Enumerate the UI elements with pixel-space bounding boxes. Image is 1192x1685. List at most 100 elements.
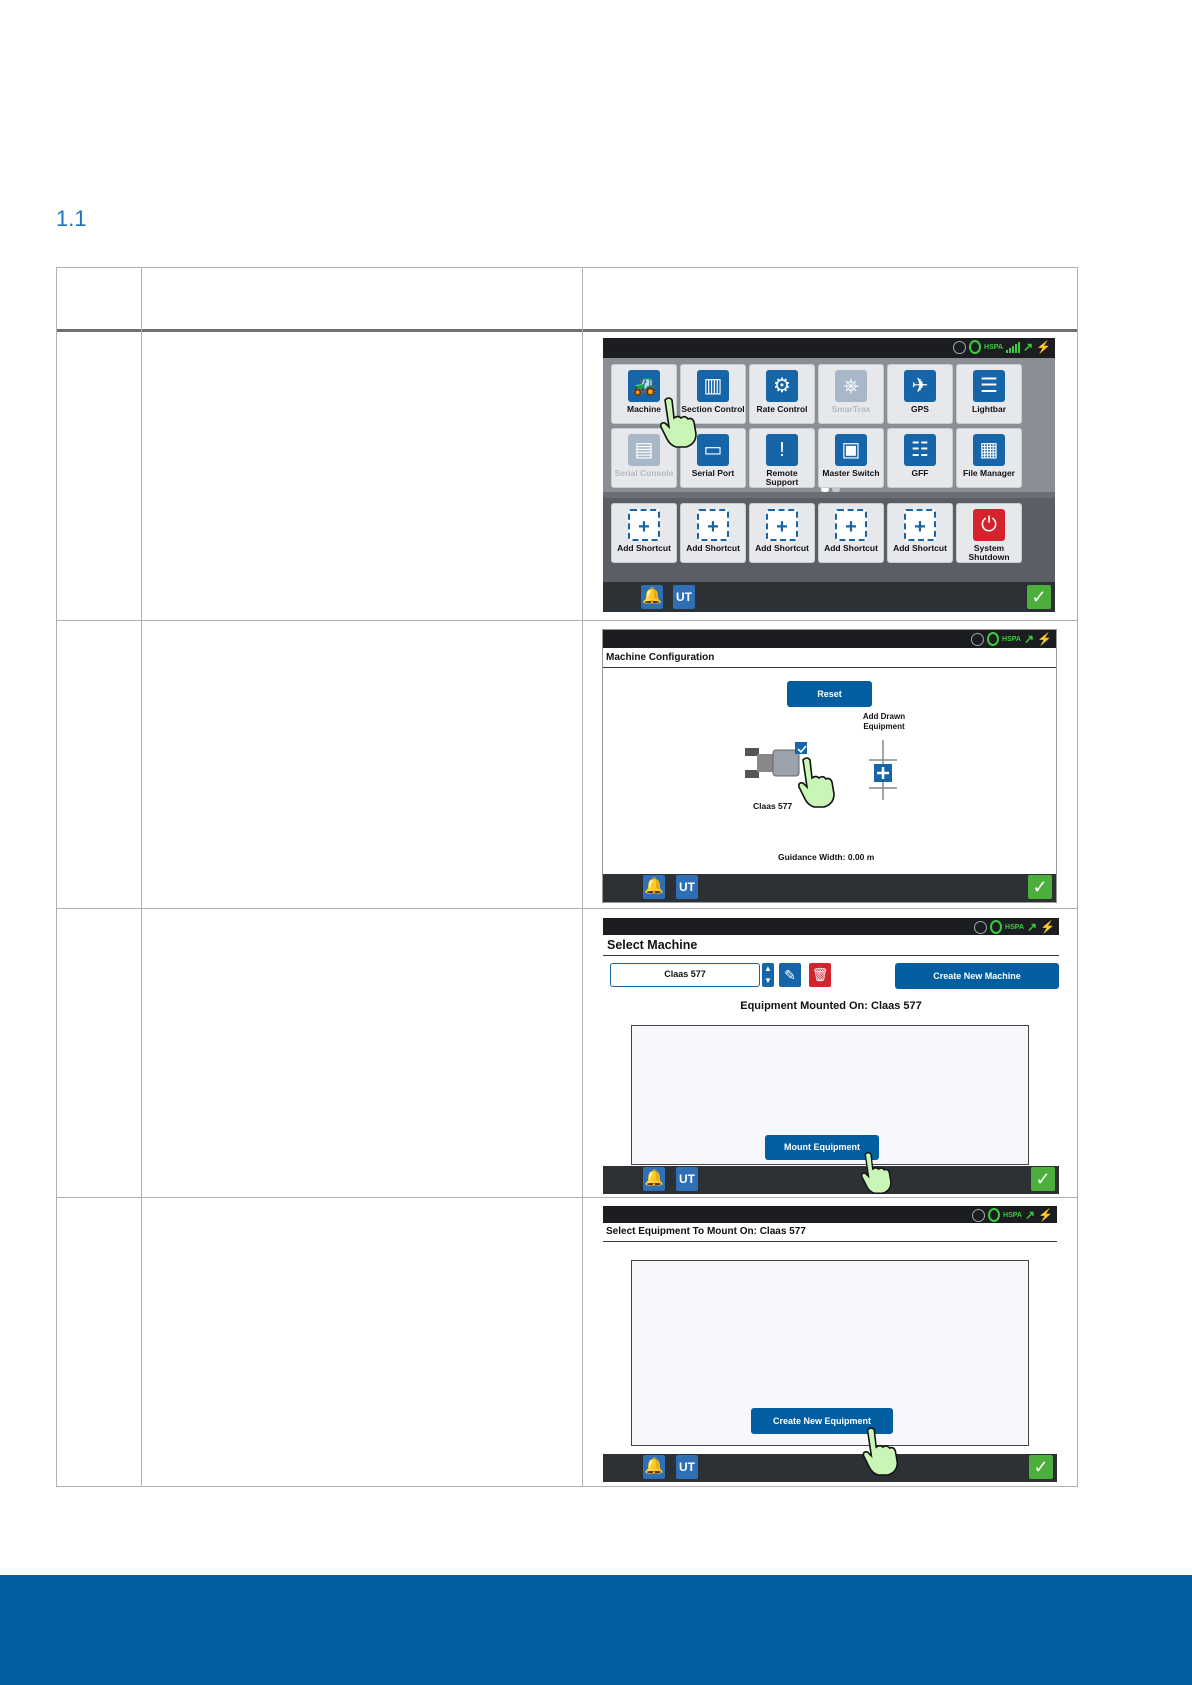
serial-port-icon: ▭	[697, 434, 729, 466]
tile-label: GPS	[911, 404, 929, 414]
status-indicators: HSPA ↗ ⚡	[953, 340, 1051, 354]
serial-console-icon: ▤	[628, 434, 660, 466]
bell-icon[interactable]: 🔔	[643, 1455, 665, 1479]
tile-add-shortcut[interactable]: + Add Shortcut	[749, 503, 815, 563]
lightbar-icon: ☰	[973, 370, 1005, 402]
tile-label: Add Shortcut	[893, 543, 947, 553]
network-type: HSPA	[1002, 635, 1021, 643]
machine-tractor-icon[interactable]	[743, 740, 813, 788]
ut-icon[interactable]: UT	[676, 1167, 698, 1191]
file-manager-icon: ▦	[973, 434, 1005, 466]
tile-machine[interactable]: 🚜 Machine	[611, 364, 677, 424]
screen-title: Machine Configuration	[606, 652, 715, 663]
tile-add-shortcut[interactable]: + Add Shortcut	[680, 503, 746, 563]
tile-label: Serial Console	[614, 468, 674, 478]
guidance-width-label: Guidance Width:	[778, 852, 846, 862]
ut-icon[interactable]: UT	[673, 585, 695, 609]
signal-bars-icon	[1005, 341, 1020, 353]
steps-table: HSPA ↗ ⚡ 🚜 Machine ▥ Section Control ⚙ R…	[56, 267, 1078, 1487]
title-underline	[603, 955, 1059, 956]
edit-machine-icon[interactable]: ✎	[779, 963, 801, 987]
bottom-bar: 🔔 UT ✓	[603, 582, 1055, 612]
tractor-icon: 🚜	[628, 370, 660, 402]
tile-label: Master Switch	[822, 468, 880, 478]
reset-button[interactable]: Reset	[787, 681, 872, 707]
row-divider	[57, 908, 1077, 909]
tile-section-control[interactable]: ▥ Section Control	[680, 364, 746, 424]
steering-status-icon	[971, 632, 985, 646]
master-switch-icon: ▣	[835, 434, 867, 466]
tile-system-shutdown[interactable]: ⏻ System Shutdown	[956, 503, 1022, 563]
tile-remote-support[interactable]: ! Remote Support	[749, 428, 815, 488]
confirm-check-icon[interactable]: ✓	[1027, 585, 1051, 609]
tile-label: SmarTrax	[831, 404, 871, 414]
implement-status-icon: ⚡	[1036, 340, 1051, 354]
delete-machine-icon[interactable]: 🗑	[809, 963, 831, 987]
screenshot-select-machine: HSPA ↗ ⚡ Select Machine Claas 577 ▲▼ ✎ 🗑…	[603, 918, 1059, 1194]
tile-add-shortcut[interactable]: + Add Shortcut	[611, 503, 677, 563]
bottom-bar: 🔔 UT ✓	[603, 1454, 1057, 1482]
machine-select-value: Claas 577	[664, 969, 706, 979]
guidance-width: Guidance Width: 0.00 m	[778, 852, 874, 862]
steering-wheel-icon: ⎈	[835, 370, 867, 402]
tile-label: Serial Port	[691, 468, 735, 478]
confirm-check-icon[interactable]: ✓	[1031, 1167, 1055, 1191]
gps-status-icon	[987, 632, 1000, 646]
confirm-check-icon[interactable]: ✓	[1028, 875, 1052, 899]
tile-smartrax[interactable]: ⎈ SmarTrax	[818, 364, 884, 424]
bell-icon[interactable]: 🔔	[643, 1167, 665, 1191]
add-drawn-equipment-label[interactable]: Add Drawn Equipment	[862, 712, 906, 731]
select-spinner-icon[interactable]: ▲▼	[762, 963, 774, 987]
tile-rate-control[interactable]: ⚙ Rate Control	[749, 364, 815, 424]
steering-status-icon	[953, 340, 967, 354]
machine-select[interactable]: Claas 577	[610, 963, 760, 987]
guidance-arrow-icon: ↗	[1022, 340, 1034, 354]
implement-status-icon: ⚡	[1037, 632, 1052, 646]
tile-lightbar[interactable]: ☰ Lightbar	[956, 364, 1022, 424]
plus-icon: +	[697, 509, 729, 541]
network-type: HSPA	[1003, 1211, 1022, 1219]
status-indicators: HSPA ↗ ⚡	[972, 1208, 1053, 1222]
mounted-heading: Equipment Mounted On: Claas 577	[740, 1000, 922, 1012]
title-underline	[603, 667, 1056, 668]
implement-status-icon: ⚡	[1040, 920, 1055, 934]
mount-equipment-button[interactable]: Mount Equipment	[765, 1135, 879, 1160]
ut-icon[interactable]: UT	[676, 1455, 698, 1479]
section-number: 1.1	[56, 206, 87, 231]
screenshot-machine-configuration: HSPA ↗ ⚡ Machine Configuration Reset Add…	[602, 629, 1057, 903]
tile-label: Add Shortcut	[755, 543, 809, 553]
gps-status-icon	[990, 920, 1003, 934]
plus-icon: +	[835, 509, 867, 541]
headset-icon: !	[766, 434, 798, 466]
confirm-check-icon[interactable]: ✓	[1029, 1455, 1053, 1479]
pointing-hand-icon	[861, 1151, 892, 1194]
guidance-arrow-icon: ↗	[1026, 920, 1038, 934]
tile-file-manager[interactable]: ▦ File Manager	[956, 428, 1022, 488]
table-header-row	[57, 268, 1077, 332]
bell-icon[interactable]: 🔔	[643, 875, 665, 899]
steering-status-icon	[972, 1208, 986, 1222]
network-type: HSPA	[984, 343, 1003, 351]
guidance-arrow-icon: ↗	[1024, 1208, 1036, 1222]
guidance-arrow-icon: ↗	[1023, 632, 1035, 646]
tile-add-shortcut[interactable]: + Add Shortcut	[818, 503, 884, 563]
bottom-bar: 🔔 UT ✓	[603, 1166, 1059, 1194]
tile-master-switch[interactable]: ▣ Master Switch	[818, 428, 884, 488]
screen-title: Select Machine	[607, 938, 698, 952]
tile-gff[interactable]: ☷ GFF	[887, 428, 953, 488]
gps-status-icon	[988, 1208, 1001, 1222]
tile-gps[interactable]: ✈ GPS	[887, 364, 953, 424]
ut-icon[interactable]: UT	[676, 875, 698, 899]
pointing-hand-icon	[862, 1427, 899, 1476]
status-indicators: HSPA ↗ ⚡	[971, 632, 1052, 646]
status-bar: HSPA ↗ ⚡	[603, 918, 1059, 935]
tile-add-shortcut[interactable]: + Add Shortcut	[887, 503, 953, 563]
power-icon: ⏻	[973, 509, 1005, 541]
bell-icon[interactable]: 🔔	[641, 585, 663, 609]
tile-label: File Manager	[963, 468, 1015, 478]
drawn-equipment-icon[interactable]	[865, 740, 901, 802]
tile-label: System Shutdown	[968, 543, 1010, 562]
create-new-machine-button[interactable]: Create New Machine	[895, 963, 1059, 989]
tile-label: GFF	[911, 468, 929, 478]
network-type: HSPA	[1005, 923, 1024, 931]
